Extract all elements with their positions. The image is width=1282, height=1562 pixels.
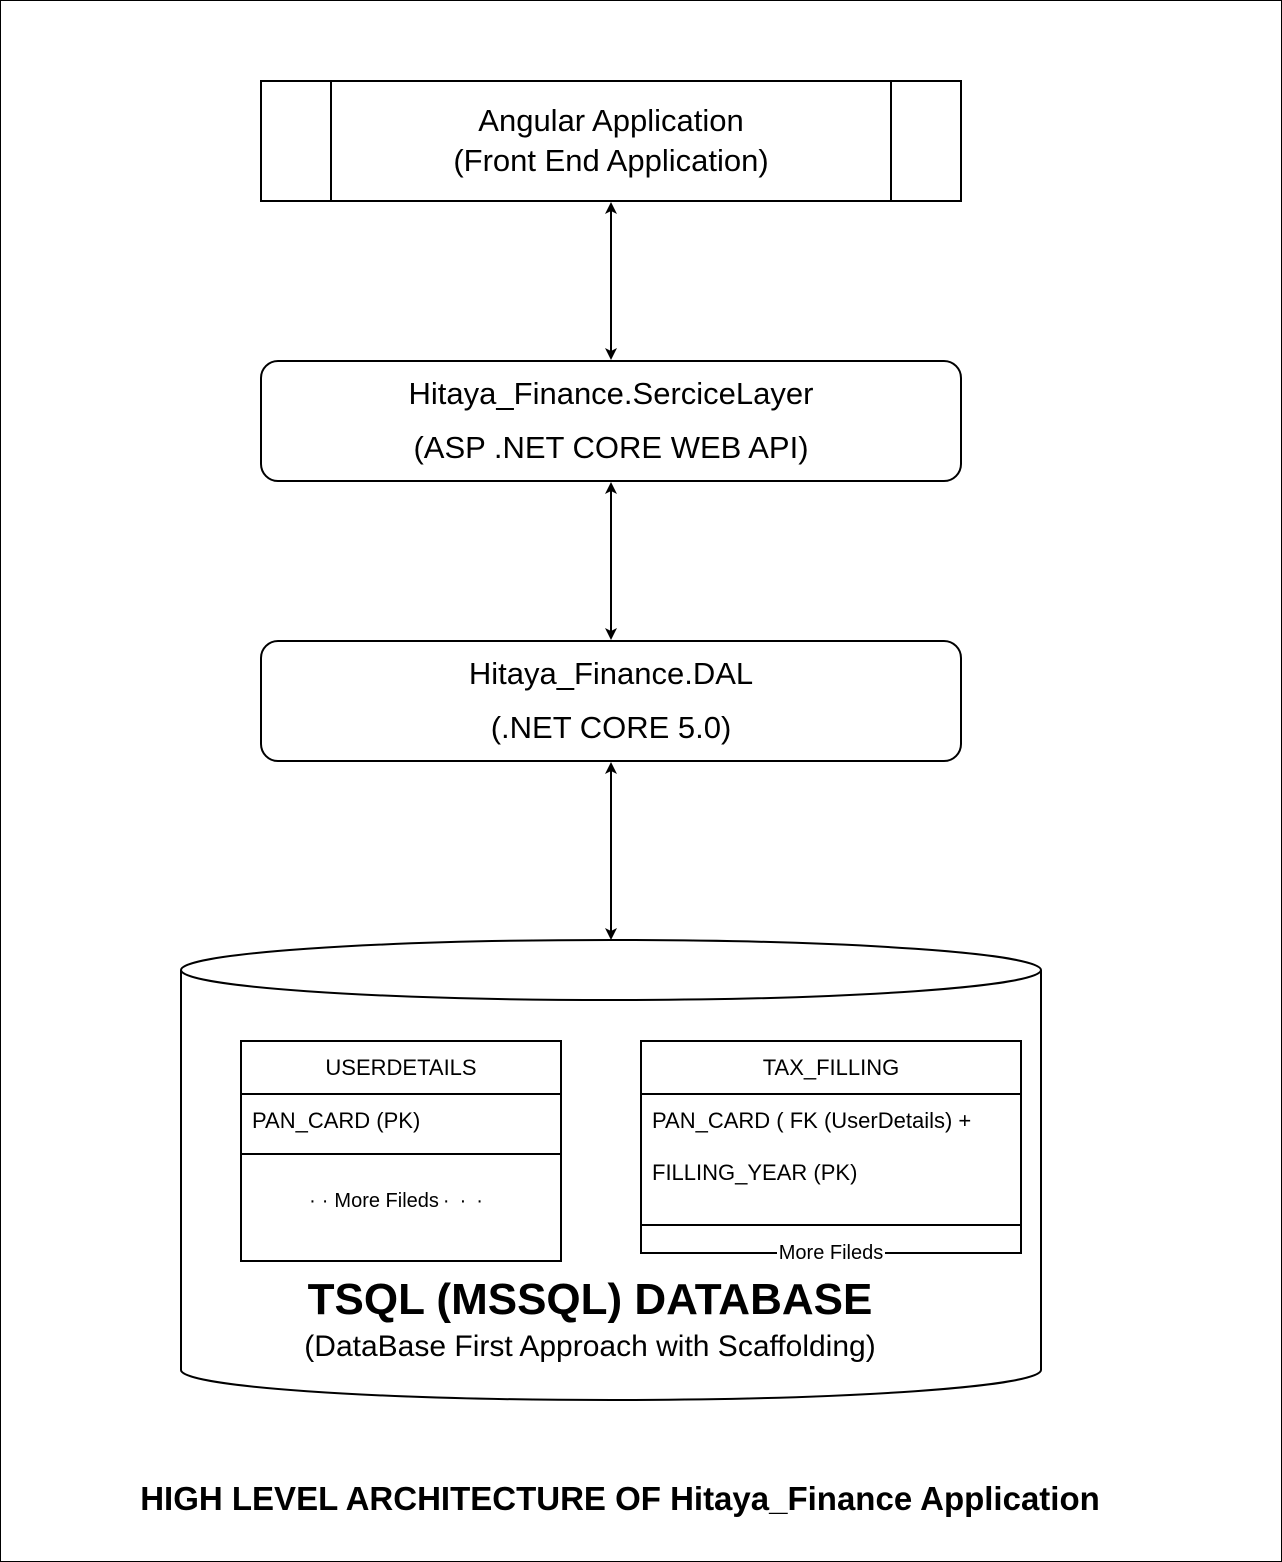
tax-filling-more-fields: More Fileds bbox=[776, 1242, 886, 1264]
tax-filling-field-pan: PAN_CARD ( FK (UserDetails) + bbox=[652, 1108, 972, 1133]
dal-node: Hitaya_Finance.DAL (.NET CORE 5.0) bbox=[260, 640, 962, 762]
tax-filling-table: TAX_FILLING PAN_CARD ( FK (UserDetails) … bbox=[640, 1040, 1022, 1264]
userdetails-more-fields: More Fileds bbox=[334, 1190, 439, 1212]
frontend-subtitle: (Front End Application) bbox=[453, 143, 769, 178]
service-layer-subtitle: (ASP .NET CORE WEB API) bbox=[413, 430, 809, 465]
dal-title: Hitaya_Finance.DAL bbox=[468, 656, 754, 691]
table-divider bbox=[642, 1224, 1020, 1226]
diagram-caption: HIGH LEVEL ARCHITECTURE OF Hitaya_Financ… bbox=[140, 1480, 1100, 1517]
frontend-title: Angular Application bbox=[478, 103, 744, 138]
table-divider bbox=[642, 1093, 1020, 1095]
service-layer-node: Hitaya_Finance.SerciceLayer (ASP .NET CO… bbox=[260, 360, 962, 482]
dal-subtitle: (.NET CORE 5.0) bbox=[490, 710, 732, 745]
table-divider bbox=[242, 1153, 560, 1155]
service-layer-title: Hitaya_Finance.SerciceLayer bbox=[408, 376, 814, 411]
tax-filling-table-name: TAX_FILLING bbox=[762, 1055, 900, 1080]
userdetails-table-name: USERDETAILS bbox=[325, 1055, 477, 1080]
process-divider-right bbox=[890, 82, 892, 200]
userdetails-table: USERDETAILS PAN_CARD (PK) ··More Fileds·… bbox=[240, 1040, 562, 1262]
userdetails-more-row: ··More Fileds··· bbox=[242, 1190, 560, 1213]
ellipsis-dots: ·· bbox=[309, 1190, 335, 1212]
tax-filling-more-row: More Fileds bbox=[642, 1242, 1020, 1265]
database-subtitle: (DataBase First Approach with Scaffoldin… bbox=[304, 1330, 876, 1363]
userdetails-field-pan: PAN_CARD (PK) bbox=[252, 1108, 421, 1133]
table-divider bbox=[242, 1093, 560, 1095]
frontend-node: Angular Application (Front End Applicati… bbox=[260, 80, 962, 202]
tax-filling-field-year: FILLING_YEAR (PK) bbox=[652, 1160, 858, 1185]
ellipsis-dots: ··· bbox=[442, 1190, 493, 1212]
process-divider-left bbox=[330, 82, 332, 200]
database-title: TSQL (MSSQL) DATABASE bbox=[307, 1275, 873, 1324]
